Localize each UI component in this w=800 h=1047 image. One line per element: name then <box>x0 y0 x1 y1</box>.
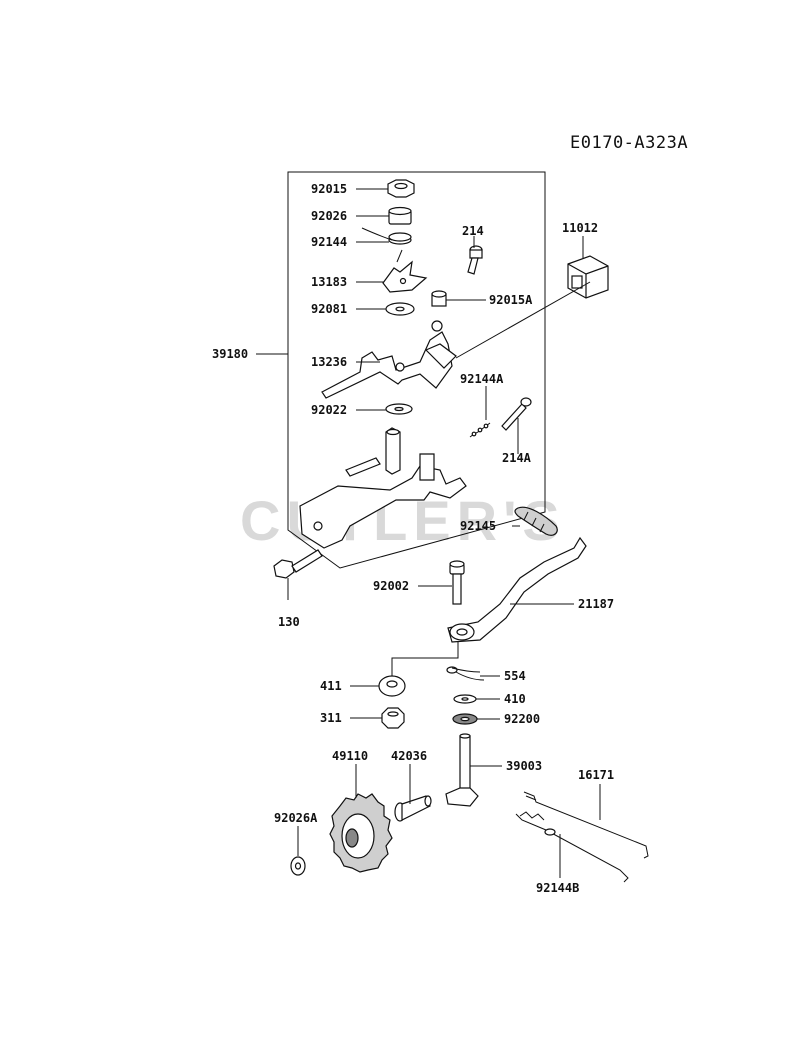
label-92002: 92002 <box>373 579 409 593</box>
label-42036: 42036 <box>391 749 427 763</box>
spring-92144A <box>469 422 491 438</box>
label-554: 554 <box>504 669 526 683</box>
label-92144: 92144 <box>311 235 347 249</box>
bolt-92002 <box>449 560 465 605</box>
assembly-outline <box>287 171 546 569</box>
spring-92144B <box>515 811 629 883</box>
shaft-42036 <box>394 795 432 822</box>
bolt-214A <box>501 397 532 431</box>
label-92081: 92081 <box>311 302 347 316</box>
leader-lines <box>256 188 601 878</box>
label-49110: 49110 <box>332 749 368 763</box>
label-214: 214 <box>462 224 484 238</box>
shaft-39003 <box>445 733 479 807</box>
label-13183: 13183 <box>311 275 347 289</box>
link-line-11012 <box>455 281 591 359</box>
bracket-base <box>299 427 467 549</box>
label-92015A: 92015A <box>489 293 533 307</box>
washer-92022 <box>385 403 413 415</box>
label-92144B: 92144B <box>536 881 579 895</box>
diagram-code: E0170-A323A <box>570 133 688 153</box>
label-92200: 92200 <box>504 712 540 726</box>
lever-21187 <box>447 536 587 643</box>
label-130: 130 <box>278 615 300 629</box>
label-410: 410 <box>504 692 526 706</box>
label-21187: 21187 <box>578 597 614 611</box>
spring-92145 <box>514 506 558 536</box>
label-13236: 13236 <box>311 355 347 369</box>
washer-92026A <box>290 856 306 876</box>
block-11012 <box>567 255 609 299</box>
nut-92015 <box>387 179 415 198</box>
label-92022: 92022 <box>311 403 347 417</box>
rod-16171 <box>523 791 649 859</box>
collar-92026 <box>388 206 412 225</box>
label-92015: 92015 <box>311 182 347 196</box>
label-214A: 214A <box>502 451 532 465</box>
label-39180: 39180 <box>212 347 248 361</box>
spring-92144 <box>361 227 412 263</box>
bolt-130 <box>273 549 323 579</box>
gear-49110 <box>329 793 393 873</box>
plate-13183 <box>382 260 428 293</box>
nut-92015A <box>431 290 447 307</box>
label-92145: 92145 <box>460 519 496 533</box>
bolt-214 <box>467 245 483 275</box>
label-411: 411 <box>320 679 342 693</box>
washer-92200 <box>452 713 478 725</box>
nut-311 <box>381 707 405 729</box>
washer-410 <box>453 694 477 704</box>
label-16171: 16171 <box>578 768 614 782</box>
lever-13236 <box>321 320 457 399</box>
pin-554 <box>446 666 485 681</box>
label-92026: 92026 <box>311 209 347 223</box>
bushing-411 <box>378 675 406 697</box>
label-92026A: 92026A <box>274 811 318 825</box>
label-39003: 39003 <box>506 759 542 773</box>
washer-92081 <box>385 302 415 316</box>
label-311: 311 <box>320 711 342 725</box>
label-11012: 11012 <box>562 221 598 235</box>
label-92144A: 92144A <box>460 372 504 386</box>
